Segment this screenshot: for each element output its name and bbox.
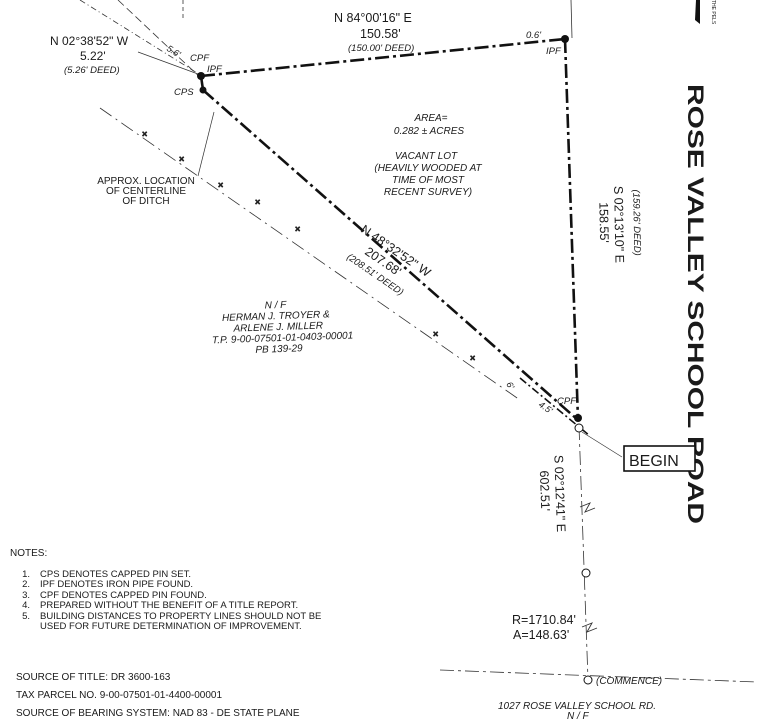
north-deed: (150.00' DEED) — [348, 43, 414, 54]
svg-text:×: × — [470, 353, 475, 363]
note-number: 1. — [22, 568, 30, 580]
road-right-of-way-line — [570, 0, 573, 39]
commence-open-circle — [583, 675, 593, 685]
svg-text:(HEAVILY WOODED AT: (HEAVILY WOODED AT — [374, 163, 482, 174]
offset-top-left: 5.6' — [165, 43, 183, 59]
begin-open-circle — [574, 423, 584, 433]
notes-title: NOTES: — [10, 548, 48, 559]
svg-text:0.282 ± ACRES: 0.282 ± ACRES — [394, 126, 464, 137]
note-text: BUILDING DISTANCES TO PROPERTY LINES SHO… — [40, 610, 322, 632]
north-bearing: N 84°00'16" E — [334, 11, 412, 25]
note-text: CPS DENOTES CAPPED PIN SET. — [40, 568, 191, 580]
address-nf: N / F — [567, 711, 590, 720]
ipf-marker-ne — [561, 35, 569, 43]
begin-box — [623, 445, 696, 472]
svg-text:OF DITCH: OF DITCH — [122, 196, 169, 207]
cpf-ipf-marker-nw — [197, 72, 205, 80]
break-symbols — [579, 502, 598, 633]
monument-markers — [197, 35, 593, 685]
vacant-lot-label: VACANT LOT (HEAVILY WOODED AT TIME OF MO… — [374, 151, 482, 198]
svg-text:T.P. 9-00-07501-01-0403-00001: T.P. 9-00-07501-01-0403-00001 — [212, 330, 354, 346]
note-text: IPF DENOTES IRON PIPE FOUND. — [40, 579, 194, 590]
boundary-southwest-line — [202, 89, 579, 421]
svg-text:N / F: N / F — [264, 300, 287, 312]
curve-radius: R=1710.84' — [512, 613, 576, 627]
note-item: 3. CPF DENOTES CAPPED PIN FOUND. — [10, 589, 350, 602]
curve-arc: A=148.63' — [513, 628, 569, 642]
offset-small-a: 6' — [504, 380, 516, 391]
svg-text:APPROX. LOCATION: APPROX. LOCATION — [97, 176, 195, 187]
ditch-centerline — [99, 107, 521, 401]
east-line-labels: S 02°13'10" E 158.55' (159.26' DEED) — [596, 186, 642, 263]
southwest-line-labels: N 48°32'52" W 207.68' (208.51' DEED) — [345, 222, 434, 298]
east-bearing: S 02°13'10" E — [611, 186, 626, 263]
cpf-marker-begin — [574, 414, 582, 422]
note-item: 2. IPF DENOTES IRON PIPE FOUND. — [10, 579, 350, 591]
svg-text:OF CENTERLINE: OF CENTERLINE — [106, 186, 186, 197]
corner-title-fragment: THE PELS — [710, 0, 716, 25]
svg-text:×: × — [179, 154, 184, 164]
svg-text:ARLENE J. MILLER: ARLENE J. MILLER — [232, 321, 323, 335]
note-number: 3. — [22, 589, 30, 601]
cps-marker — [199, 86, 207, 94]
ipf-label-nw: IPF — [207, 64, 223, 75]
property-boundary — [199, 37, 580, 421]
svg-text:RECENT SURVEY): RECENT SURVEY) — [384, 187, 472, 198]
note-number: 2. — [22, 579, 30, 590]
nw-bearing: N 02°38'52" W — [50, 34, 129, 48]
svg-text:×: × — [433, 329, 438, 339]
boundary-north-line — [200, 37, 566, 78]
note-number: 5. — [22, 610, 30, 622]
offset-small-b: 4.5' — [537, 399, 555, 415]
east-distance: 158.55' — [596, 202, 611, 243]
east-deed: (159.26' DEED) — [630, 189, 642, 255]
cps-label: CPS — [174, 87, 194, 98]
notes-section: NOTES: 1. CPS DENOTES CAPPED PIN SET. 2. IP… — [10, 548, 350, 633]
road-distance: 602.51' — [537, 470, 552, 511]
note-number: 4. — [22, 600, 30, 611]
note-text: CPF DENOTES CAPPED PIN FOUND. — [40, 589, 207, 601]
north-arrow-fragment — [695, 0, 700, 24]
bearing-system-source: SOURCE OF BEARING SYSTEM: NAD 83 - DE ST… — [16, 708, 300, 719]
area-label: AREA= 0.282 ± ACRES — [394, 113, 464, 137]
svg-text:PB 139-29: PB 139-29 — [255, 343, 303, 356]
begin-label: BEGIN — [629, 453, 679, 470]
svg-text:AREA=: AREA= — [413, 113, 447, 124]
svg-text:VACANT LOT: VACANT LOT — [395, 151, 458, 162]
offset-top-right: 0.6' — [526, 30, 542, 41]
fence-line-upper — [79, 0, 206, 83]
svg-text:HERMAN J. TROYER &: HERMAN J. TROYER & — [222, 309, 330, 324]
svg-text:×: × — [218, 180, 223, 190]
nw-deed: (5.26' DEED) — [64, 65, 120, 76]
ipf-label-ne: IPF — [546, 46, 562, 57]
note-item: 1. CPS DENOTES CAPPED PIN SET. — [10, 568, 350, 581]
svg-text:TIME OF MOST: TIME OF MOST — [392, 175, 465, 186]
svg-text:×: × — [295, 224, 300, 234]
road-line-labels: S 02°12'41" E 602.51' — [537, 455, 568, 533]
svg-text:×: × — [255, 197, 260, 207]
note-text: PREPARED WITHOUT THE BENEFIT OF A TITLE … — [40, 600, 299, 611]
cpf-label-begin: CPF — [557, 396, 577, 407]
north-distance: 150.58' — [360, 27, 401, 41]
commence-line — [439, 669, 757, 683]
cpf-label-nw: CPF — [190, 53, 210, 64]
neighbor-label: N / F HERMAN J. TROYER & ARLENE J. MILLE… — [212, 300, 354, 356]
road-open-circle — [581, 568, 591, 578]
boundary-east-line — [563, 38, 580, 421]
source-of-title: SOURCE OF TITLE: DR 3600-163 — [16, 672, 171, 683]
ditch-label: APPROX. LOCATION OF CENTERLINE OF DITCH — [97, 176, 195, 207]
address-label: 1027 ROSE VALLEY SCHOOL RD. — [498, 701, 656, 712]
note-item: 4. PREPARED WITHOUT THE BENEFIT OF A TITL… — [10, 600, 350, 612]
nw-distance: 5.22' — [80, 49, 106, 63]
ditch-x-marks: × × × × × × × — [142, 129, 476, 364]
road-bearing: S 02°12'41" E — [551, 455, 568, 533]
note-item: 5. BUILDING DISTANCES TO PROPERTY LINES S… — [10, 610, 350, 633]
leader-lines — [137, 51, 623, 458]
tax-parcel-number: TAX PARCEL NO. 9-00-07501-01-4400-00001 — [16, 690, 223, 701]
commence-label: (COMMENCE) — [596, 676, 662, 687]
svg-text:×: × — [142, 129, 147, 139]
notes-list: 1. CPS DENOTES CAPPED PIN SET. 2. IPF DENOT… — [10, 568, 350, 633]
road-centerline — [578, 425, 589, 681]
